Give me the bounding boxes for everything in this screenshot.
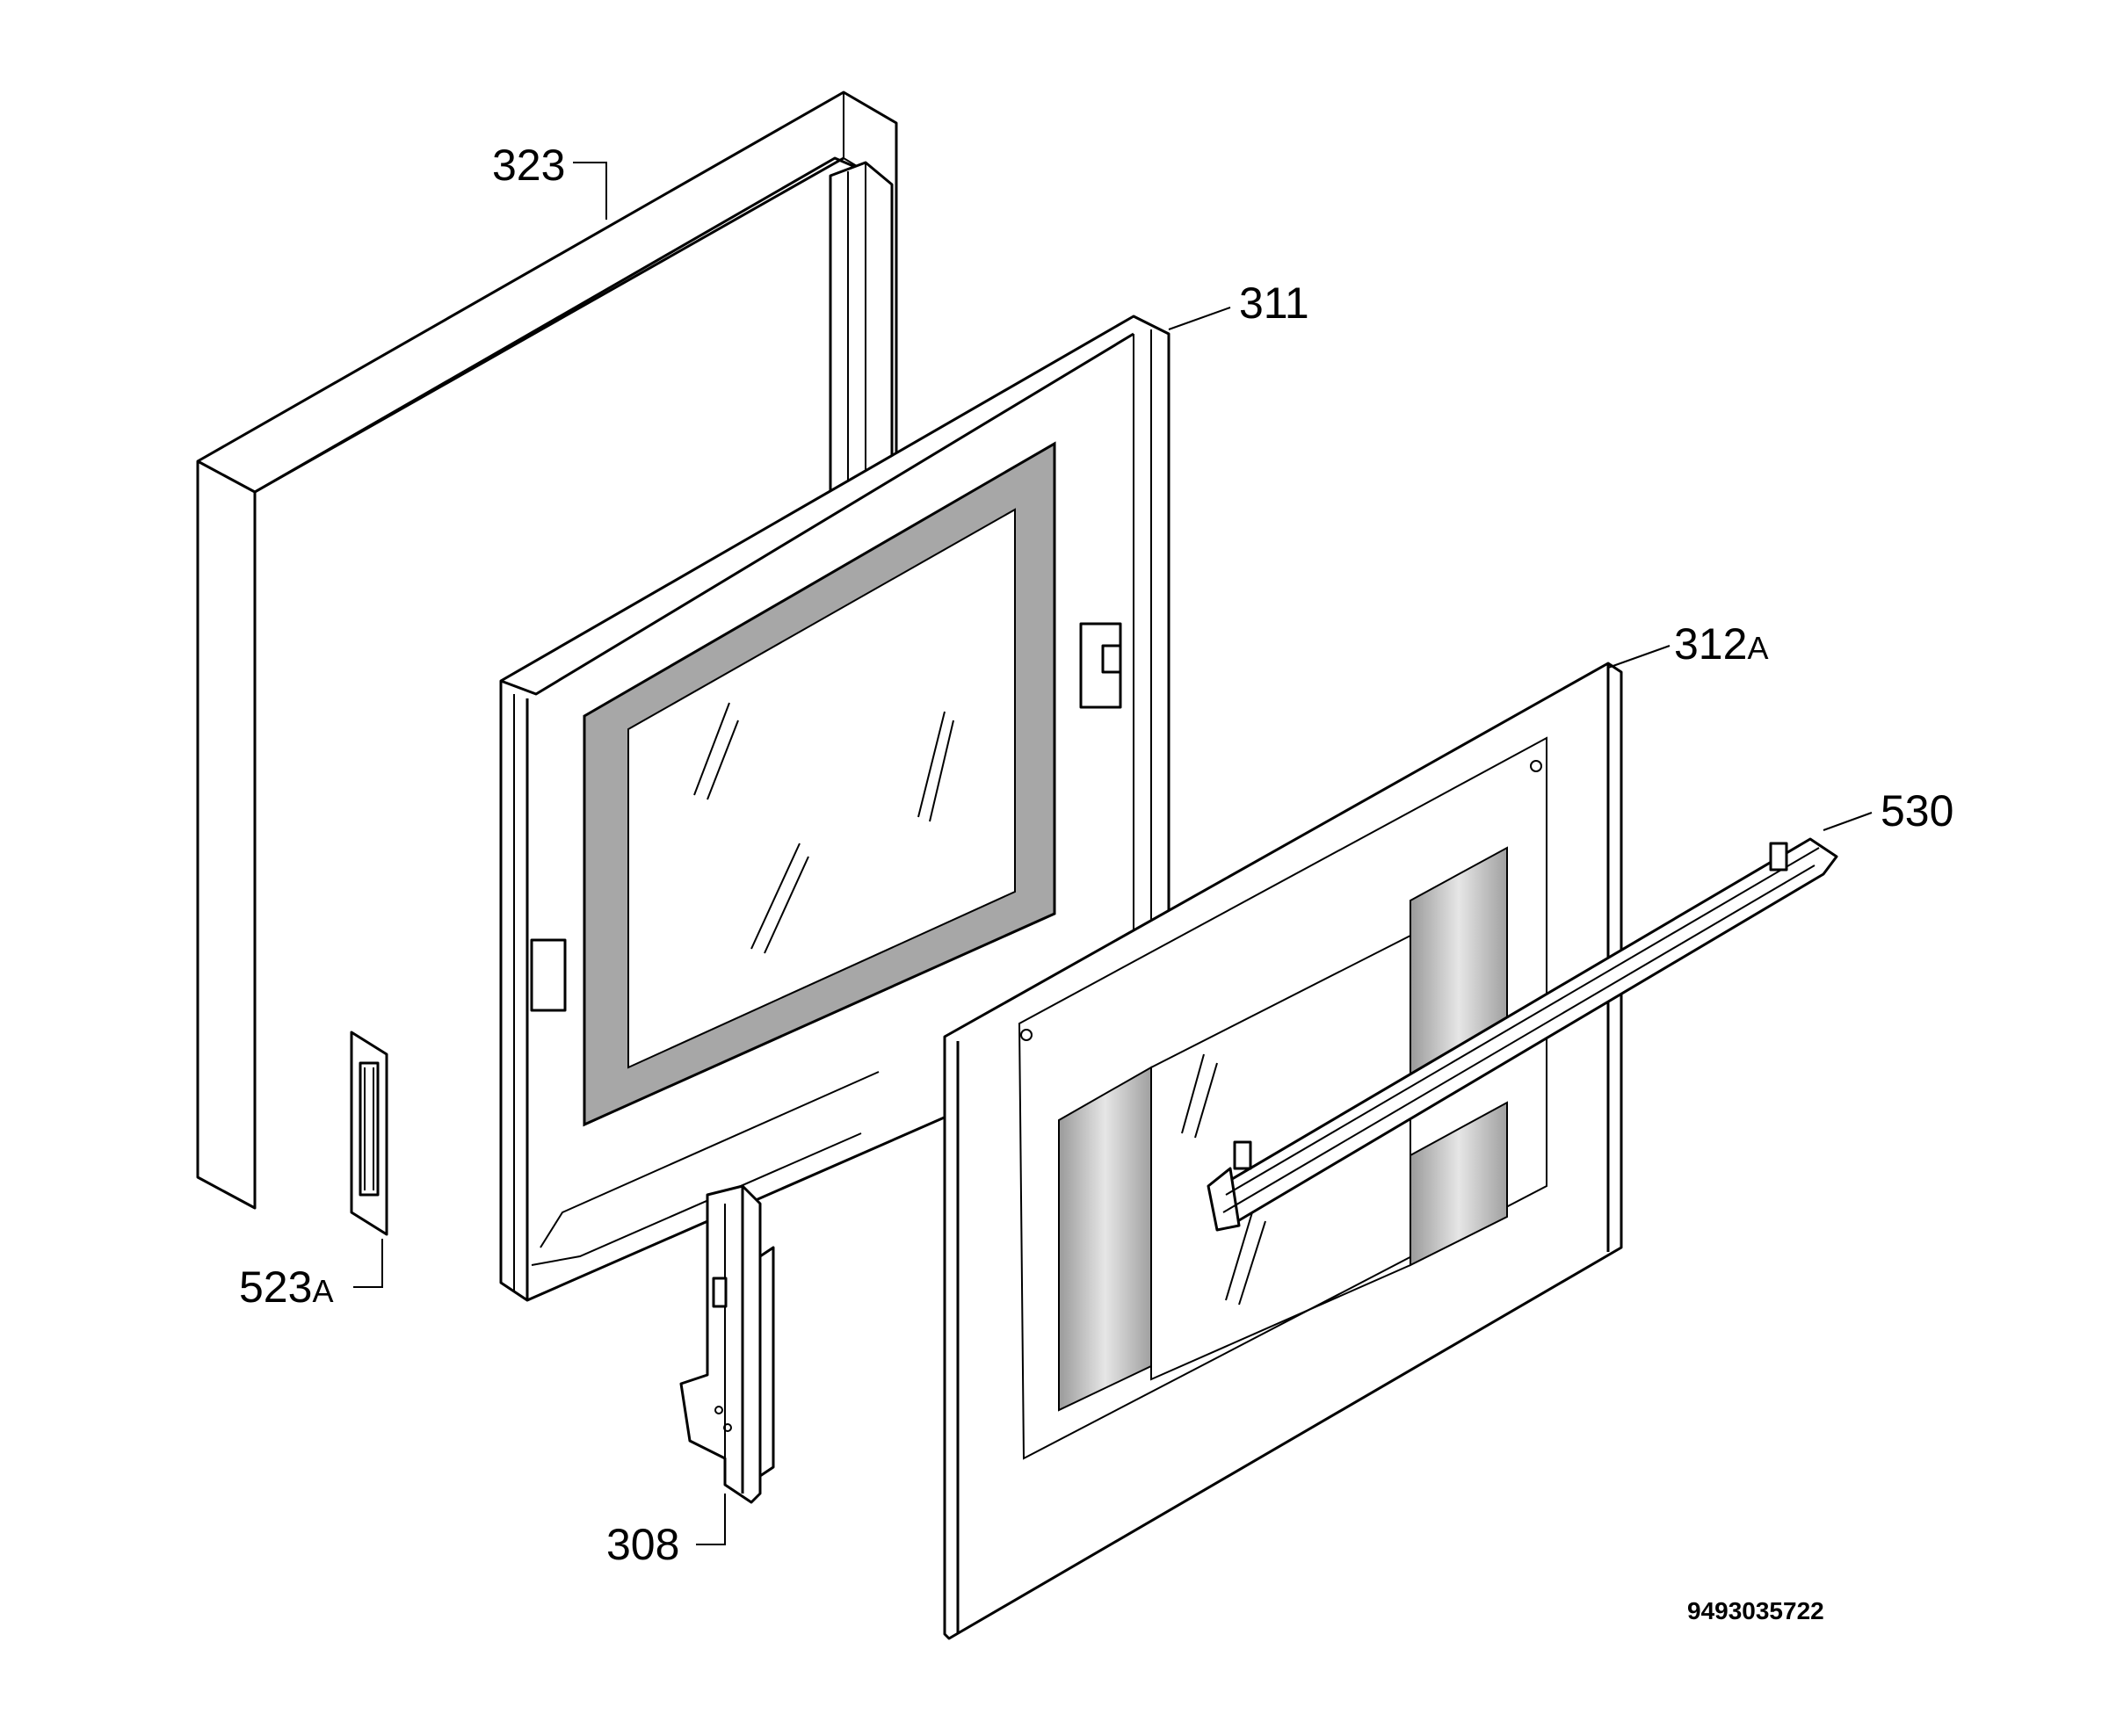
- drawing-number: 9493035722: [1687, 1597, 1824, 1624]
- hinge-308: [679, 1184, 775, 1504]
- leader-323: [573, 162, 607, 220]
- label-312A: 312A: [1674, 619, 1768, 669]
- latch-523A: [350, 1031, 388, 1236]
- glass-reflection-312A: [1181, 1053, 1266, 1306]
- label-523A: 523A: [239, 1262, 333, 1312]
- label-308: 308: [606, 1520, 679, 1569]
- leader-308: [696, 1494, 726, 1545]
- label-530: 530: [1881, 786, 1953, 835]
- label-311: 311: [1239, 278, 1309, 328]
- leader-lines: [353, 162, 1873, 1545]
- label-323: 323: [492, 141, 565, 190]
- leader-530: [1823, 812, 1873, 831]
- glass-reflection-311: [693, 702, 954, 954]
- hinge-bracket-left: [530, 938, 567, 1012]
- handle-530: [1207, 837, 1838, 1232]
- leader-312A: [1607, 645, 1671, 669]
- leader-523A: [353, 1239, 383, 1288]
- leader-311: [1168, 307, 1231, 330]
